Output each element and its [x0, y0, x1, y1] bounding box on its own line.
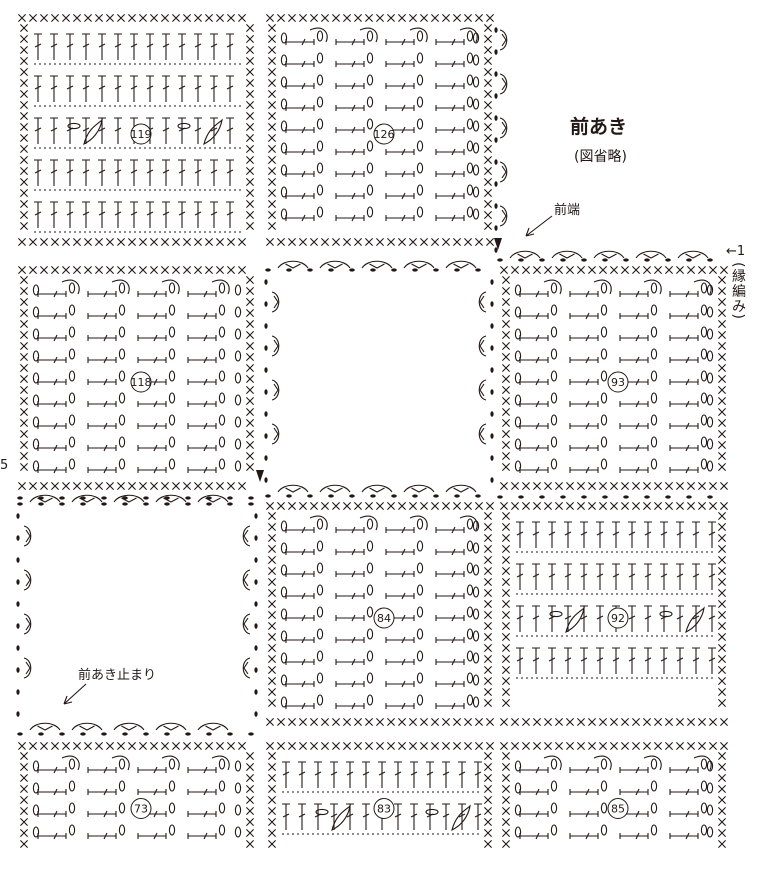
motif-83: 83 — [266, 742, 494, 848]
front-opening-upper — [264, 260, 494, 498]
edging-label: (縁編み) — [730, 262, 746, 320]
motif-number: 84 — [377, 612, 391, 625]
motif-number: 92 — [611, 612, 625, 625]
motif-85: 85 — [500, 742, 728, 848]
motif-84: 84 — [266, 502, 494, 726]
opening-end-arrow — [63, 683, 87, 705]
opening-end-label: 前あき止まり — [78, 668, 157, 683]
motif-126: 126 — [266, 14, 494, 246]
edge-row-label: ←1 — [726, 244, 746, 259]
motif-92: 92 — [500, 502, 728, 726]
front-edge-arrow — [525, 215, 553, 237]
motif-number: 119 — [131, 128, 152, 141]
motif-number-circle — [607, 798, 629, 819]
front-opening-lower — [16, 494, 258, 736]
motif-number-circle — [373, 607, 395, 629]
chart-subtitle: (図省略) — [574, 149, 627, 165]
motif-number-circle — [607, 371, 629, 393]
motif-number-circle — [130, 371, 152, 393]
motif-number: 126 — [374, 128, 395, 141]
motif-number-circle — [607, 607, 629, 629]
front-edge-edging — [17, 27, 713, 500]
motif-number-circle — [373, 123, 395, 145]
motif-93: 93 — [500, 266, 728, 490]
motif-number-circle — [130, 798, 152, 819]
front-edge-marker — [256, 238, 502, 482]
motif-119: 119 — [18, 14, 254, 246]
motif-number-circle — [130, 123, 152, 145]
motif-73: 73 — [18, 742, 254, 848]
motif-number: 93 — [611, 376, 625, 389]
motif-number: 83 — [377, 803, 391, 816]
left-edge-mark: 5 — [0, 458, 9, 473]
motif-number: 118 — [131, 376, 152, 389]
motif-118: 118 — [18, 266, 254, 490]
chart-title: 前あき — [570, 116, 628, 138]
front-edge-label: 前端 — [554, 203, 581, 218]
motif-number: 85 — [611, 803, 625, 816]
motif-number-circle — [373, 798, 395, 819]
motif-number: 73 — [134, 803, 148, 816]
